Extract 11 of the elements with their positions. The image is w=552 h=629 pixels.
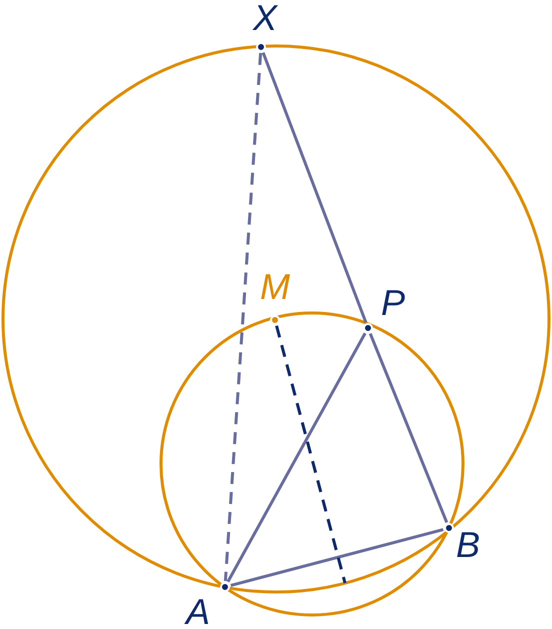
point-label: A (186, 594, 210, 629)
point-label: M (260, 269, 290, 305)
line-segment (262, 52, 368, 323)
dashed-line (224, 52, 262, 582)
point-label: X (253, 0, 278, 36)
line-segment (368, 333, 448, 523)
line-segment (230, 528, 444, 587)
dashed-line (275, 325, 346, 584)
line-segment (226, 332, 366, 582)
point-label: P (381, 285, 406, 321)
point-label: B (456, 527, 480, 563)
